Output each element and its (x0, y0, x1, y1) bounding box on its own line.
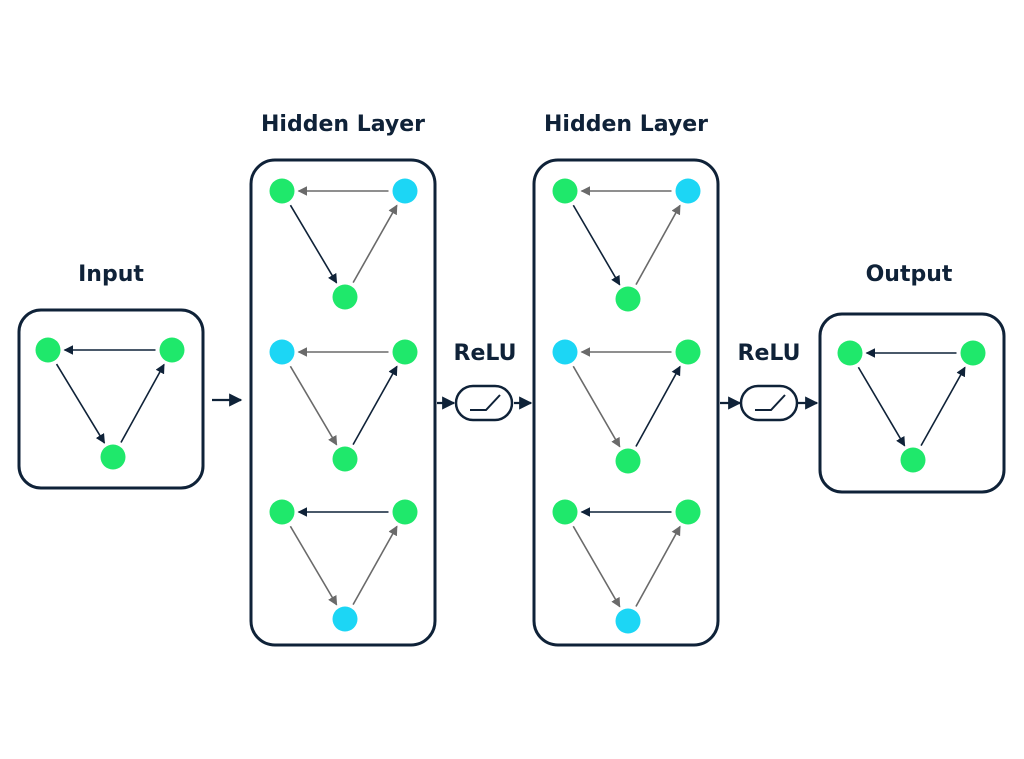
graph-node-cyan (615, 608, 641, 634)
graph-node-green (900, 447, 926, 473)
hidden-layer-2-box (532, 158, 720, 647)
graph-node-green (615, 286, 641, 312)
graph-edge-arrow (352, 365, 398, 445)
graph-edge-arrow (572, 365, 621, 448)
graph-edge-arrow (289, 525, 338, 606)
hidden-2-graph-3 (552, 499, 701, 634)
graph-node-green (392, 499, 418, 525)
graph-edge-arrow (635, 204, 681, 285)
input-graph-1 (35, 337, 185, 470)
graph-node-cyan (552, 339, 578, 365)
graph-node-cyan (269, 339, 295, 365)
hidden-1-graph-1 (269, 178, 418, 310)
graph-edge-arrow (289, 204, 338, 284)
graph-node-green (332, 284, 358, 310)
relu-1-label: ReLU (454, 341, 517, 366)
graph-node-green (960, 340, 986, 366)
output-label: Output (866, 262, 953, 287)
hidden-2-graph-1 (552, 178, 701, 312)
graph-node-green (332, 446, 358, 472)
graph-node-green (159, 337, 185, 363)
graph-node-green (392, 339, 418, 365)
graph-node-cyan (675, 178, 701, 204)
output-graph-1 (837, 340, 986, 473)
graph-edge-arrow (55, 363, 106, 444)
graph-edge-arrow (635, 365, 681, 447)
graph-node-green (675, 339, 701, 365)
hidden-layer-1-box (249, 158, 437, 647)
graph-node-green (100, 444, 126, 470)
graph-edge-arrow (352, 204, 398, 284)
hidden-2-graph-2 (552, 339, 701, 474)
hidden-1-graph-2 (269, 339, 418, 472)
graph-node-green (837, 340, 863, 366)
relu-2-icon (739, 384, 799, 422)
graph-node-green (552, 499, 578, 525)
graph-node-cyan (332, 606, 358, 632)
graph-node-green (269, 178, 295, 204)
relu-2-label: ReLU (738, 341, 801, 366)
graph-node-green (615, 448, 641, 474)
graph-layer (35, 178, 986, 634)
graph-edge-arrow (120, 363, 165, 443)
graph-edge-arrow (857, 366, 906, 447)
input-box (17, 308, 205, 490)
graph-node-cyan (392, 178, 418, 204)
graph-edge-arrow (352, 525, 398, 605)
graph-edge-arrow (572, 204, 621, 286)
graph-edge-arrow (572, 525, 621, 608)
graph-node-green (35, 337, 61, 363)
hidden-1-graph-3 (269, 499, 418, 632)
input-label: Input (78, 262, 144, 287)
graph-node-green (675, 499, 701, 525)
graph-edge-arrow (289, 365, 338, 446)
relu-1-icon (454, 384, 514, 422)
graph-edge-arrow (635, 525, 681, 607)
hidden-layer-1-label: Hidden Layer (261, 112, 425, 137)
hidden-layer-2-label: Hidden Layer (544, 112, 708, 137)
graph-node-green (552, 178, 578, 204)
graph-node-green (269, 499, 295, 525)
output-box (818, 312, 1006, 494)
graph-edge-arrow (920, 366, 966, 446)
